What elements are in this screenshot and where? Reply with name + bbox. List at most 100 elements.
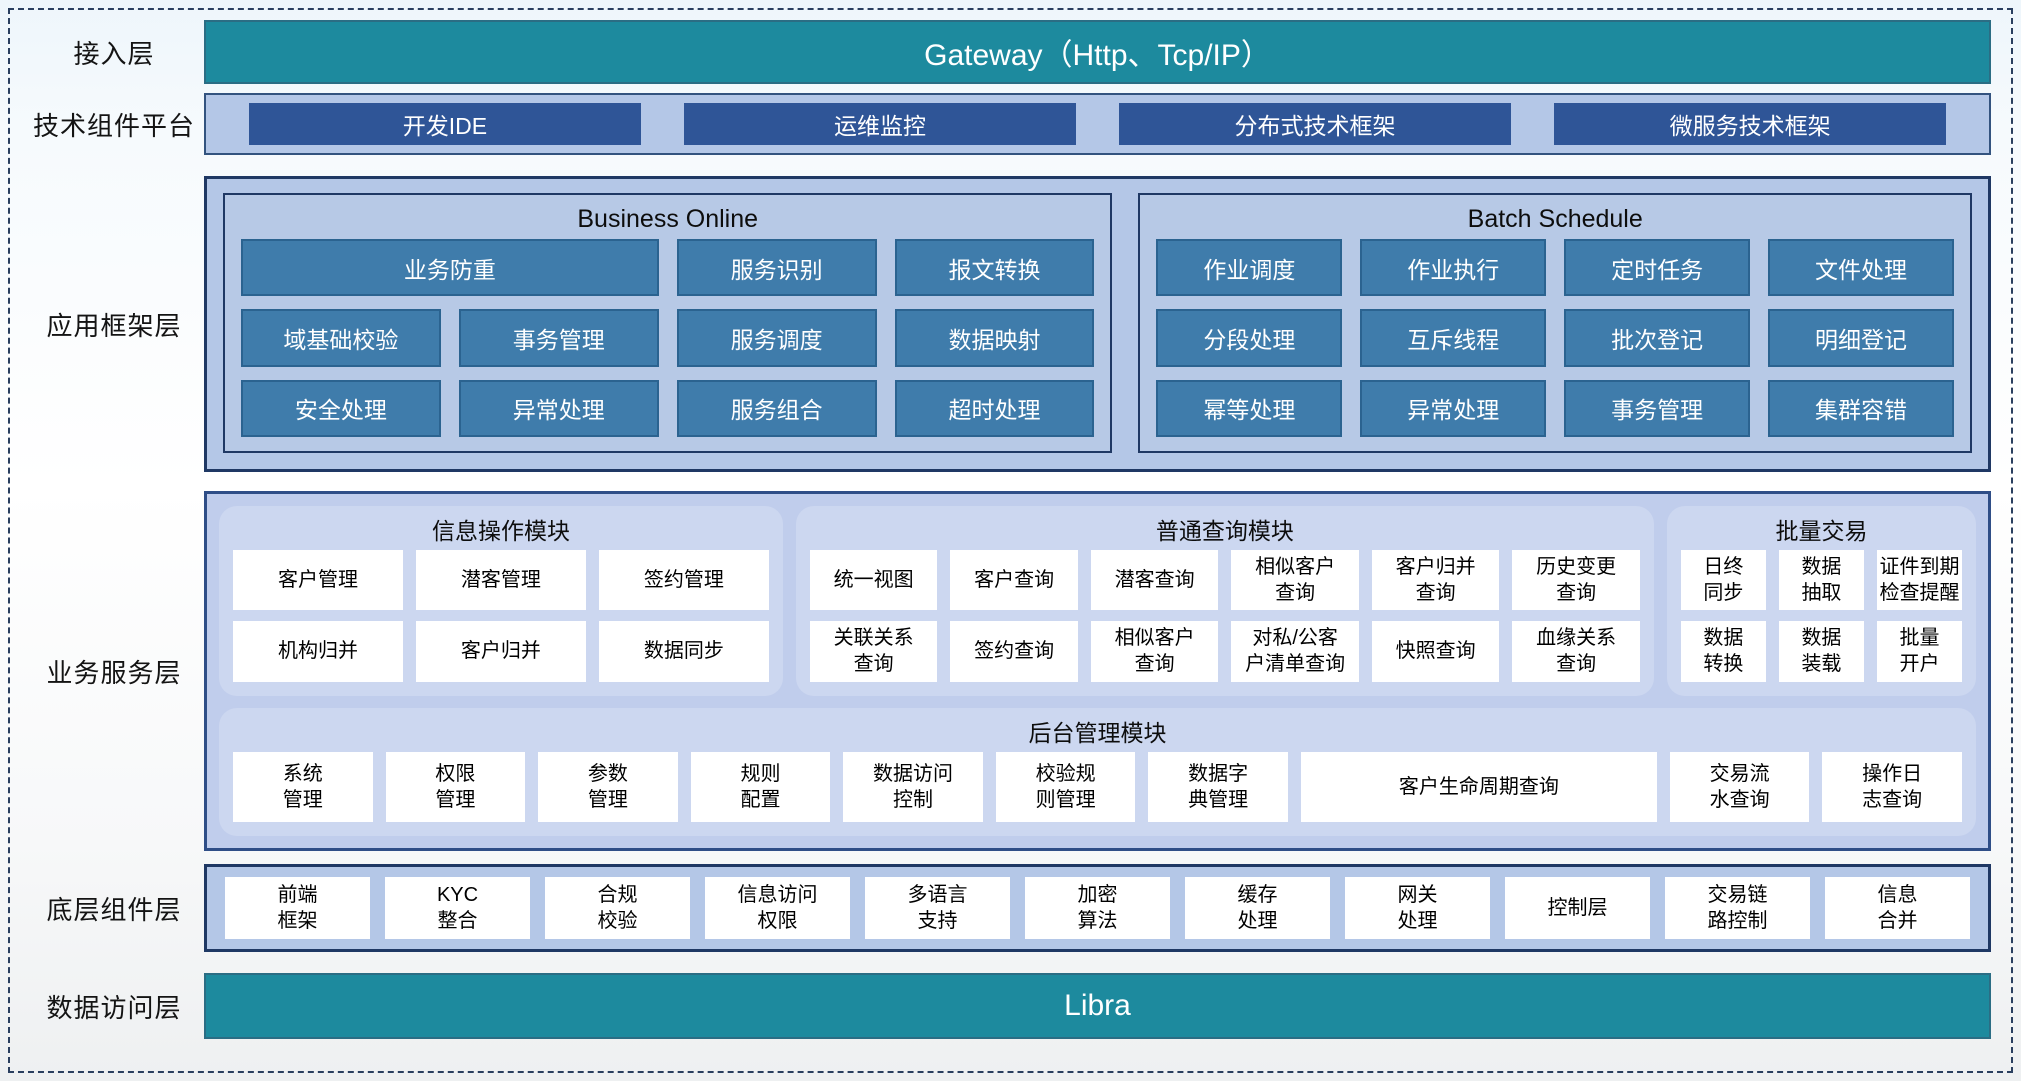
query-cell: 签约查询 [950,621,1078,682]
info-cell: 签约管理 [598,550,769,611]
admin-cell: 数据访问 控制 [843,751,983,822]
bs-cell: 作业执行 [1360,239,1547,297]
info-cell: 潜客管理 [415,550,586,611]
admin-cell: 系统 管理 [233,751,373,822]
access-layer-label: 接入层 [73,38,155,69]
bo-cell: 服务识别 [676,239,877,297]
common-query-module: 普通查询模块 统一视图 客户查询 潜客查询 相似客户 查询 客户归并 查询 历史… [795,506,1654,696]
query-cell: 快照查询 [1371,621,1500,682]
tech-platform-band: 开发IDE 运维监控 分布式技术框架 微服务技术框架 [204,93,1991,155]
bs-cell: 事务管理 [1564,379,1751,437]
diagram-content: 接入层 Gateway（Http、Tcp/IP） 技术组件平台 开发IDE 运维… [24,20,1991,1065]
batch-trade-cell: 证件到期 检查提醒 [1876,550,1962,611]
batch-trade-cell: 数据 装载 [1778,621,1864,682]
base-cell: 缓存 处理 [1185,877,1330,939]
admin-cell: 数据字 典管理 [1148,751,1288,822]
query-cell: 历史变更 查询 [1512,550,1640,611]
batch-schedule-grid: 作业调度 作业执行 定时任务 文件处理 分段处理 互斥线程 批次登记 明细登记 … [1156,239,1954,437]
admin-cell: 参数 管理 [538,751,678,822]
base-cell: 交易链 路控制 [1665,877,1810,939]
query-cell: 关联关系 查询 [809,621,938,682]
batch-trade-module: 批量交易 日终 同步 数据 抽取 证件到期 检查提醒 数据 转换 数据 装载 批… [1666,506,1976,696]
business-service-band: 信息操作模块 客户管理 潜客管理 签约管理 机构归并 客户归并 数据同步 普通查… [204,491,1991,851]
bo-cell: 超时处理 [894,379,1095,437]
bo-cell: 业务防重 [241,239,659,297]
base-cell: 前端 框架 [225,877,370,939]
batch-schedule-box: Batch Schedule 作业调度 作业执行 定时任务 文件处理 分段处理 … [1138,193,1972,453]
base-cell: 网关 处理 [1345,877,1490,939]
base-cell: 控制层 [1505,877,1650,939]
base-cell: 合规 校验 [545,877,690,939]
batch-trade-grid: 日终 同步 数据 抽取 证件到期 检查提醒 数据 转换 数据 装载 批量 开户 [1680,550,1962,682]
admin-cell: 权限 管理 [385,751,526,822]
bo-cell: 服务调度 [676,309,877,367]
tech-item-microservice-framework: 微服务技术框架 [1553,103,1947,145]
libra-bar: Libra [204,973,1991,1039]
app-framework-label: 应用框架层 [46,310,182,341]
bs-cell: 定时任务 [1564,239,1751,297]
data-access-label: 数据访问层 [46,992,182,1023]
info-cell: 客户管理 [233,550,403,611]
batch-trade-cell: 批量 开户 [1876,621,1962,682]
business-online-grid: 业务防重 服务识别 报文转换 域基础校验 事务管理 服务调度 数据映射 安全处理… [241,239,1095,437]
business-service-top: 信息操作模块 客户管理 潜客管理 签约管理 机构归并 客户归并 数据同步 普通查… [219,506,1976,696]
dashed-border-frame [8,8,2013,1073]
access-layer-row: 接入层 Gateway（Http、Tcp/IP） [24,20,1991,84]
query-cell: 客户查询 [950,550,1078,611]
info-cell: 机构归并 [233,621,403,682]
bs-cell: 异常处理 [1360,379,1547,437]
batch-schedule-title: Batch Schedule [1467,205,1643,233]
base-cell: 信息访问 权限 [705,877,850,939]
admin-module-row: 系统 管理 权限 管理 参数 管理 规则 配置 数据访问 控制 校验规 则管理 … [233,751,1962,822]
bs-cell: 作业调度 [1156,239,1343,297]
bo-cell: 异常处理 [458,379,659,437]
info-operation-module: 信息操作模块 客户管理 潜客管理 签约管理 机构归并 客户归并 数据同步 [219,506,783,696]
bo-cell: 域基础校验 [241,309,441,367]
business-service-row: 业务服务层 信息操作模块 客户管理 潜客管理 签约管理 机构归并 客户归并 数据… [24,491,1991,851]
batch-trade-title: 批量交易 [1775,518,1868,544]
admin-module: 后台管理模块 系统 管理 权限 管理 参数 管理 规则 配置 数据访问 控制 校… [219,707,1976,836]
tech-platform-label: 技术组件平台 [32,110,195,141]
tech-platform-row: 技术组件平台 开发IDE 运维监控 分布式技术框架 微服务技术框架 [24,93,1991,155]
base-cell: 加密 算法 [1025,877,1170,939]
tech-item-dev-ide: 开发IDE [248,103,642,145]
bs-cell: 集群容错 [1768,379,1954,437]
info-operation-grid: 客户管理 潜客管理 签约管理 机构归并 客户归并 数据同步 [233,550,769,682]
query-cell: 客户归并 查询 [1371,550,1500,611]
batch-trade-cell: 数据 抽取 [1778,550,1864,611]
base-component-band: 前端 框架 KYC 整合 合规 校验 信息访问 权限 多语言 支持 加密 算法 … [204,864,1991,952]
query-cell: 相似客户 查询 [1231,550,1359,611]
data-access-row: 数据访问层 Libra [24,973,1991,1039]
common-query-grid: 统一视图 客户查询 潜客查询 相似客户 查询 客户归并 查询 历史变更 查询 关… [809,550,1640,682]
app-framework-band: Business Online 业务防重 服务识别 报文转换 域基础校验 事务管… [204,176,1991,472]
query-cell: 血缘关系 查询 [1512,621,1640,682]
admin-cell: 操作日 志查询 [1822,751,1962,822]
bo-cell: 报文转换 [894,239,1095,297]
bs-cell: 幂等处理 [1156,379,1343,437]
business-online-box: Business Online 业务防重 服务识别 报文转换 域基础校验 事务管… [223,193,1113,453]
business-online-title: Business Online [577,205,759,233]
base-component-label: 底层组件层 [46,894,182,925]
common-query-title: 普通查询模块 [1155,518,1294,544]
bo-cell: 事务管理 [458,309,659,367]
batch-trade-cell: 日终 同步 [1680,550,1766,611]
admin-module-title: 后台管理模块 [1028,719,1167,746]
app-framework-row: 应用框架层 Business Online 业务防重 服务识别 报文转换 域基础… [24,176,1991,472]
bs-cell: 分段处理 [1156,309,1343,367]
base-cell: 信息 合并 [1825,877,1970,939]
business-service-label: 业务服务层 [46,657,182,688]
bs-cell: 明细登记 [1768,309,1954,367]
bs-cell: 文件处理 [1768,239,1954,297]
query-cell: 统一视图 [809,550,938,611]
base-cell: KYC 整合 [385,877,530,939]
info-operation-title: 信息操作模块 [431,518,570,544]
query-cell: 潜客查询 [1090,550,1219,611]
info-cell: 数据同步 [598,621,769,682]
bo-cell: 数据映射 [894,309,1095,367]
batch-trade-cell: 数据 转换 [1680,621,1766,682]
admin-cell-lifecycle-query: 客户生命周期查询 [1300,751,1657,822]
base-cell: 多语言 支持 [865,877,1010,939]
tech-item-distributed-framework: 分布式技术框架 [1118,103,1512,145]
base-component-row: 底层组件层 前端 框架 KYC 整合 合规 校验 信息访问 权限 多语言 支持 … [24,864,1991,952]
